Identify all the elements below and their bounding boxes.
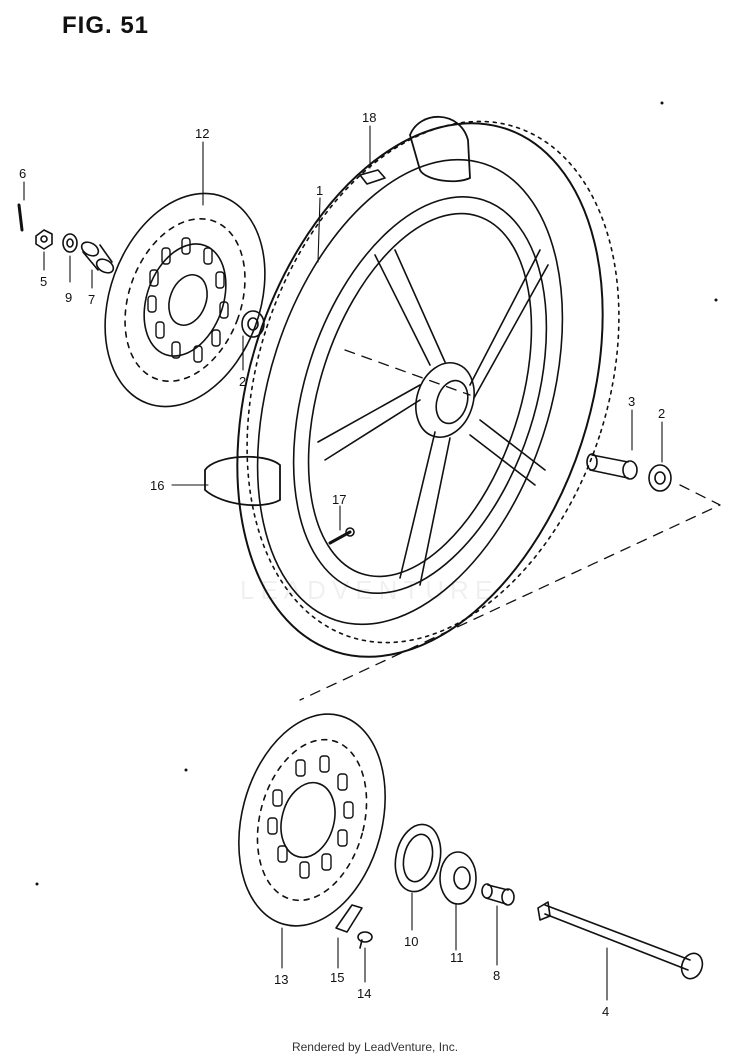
callout-8: 8 — [493, 968, 500, 983]
bearing-part-2-upper — [241, 310, 265, 338]
callout-2a: 2 — [239, 374, 246, 389]
callout-7: 7 — [88, 292, 95, 307]
bolt-part-6 — [17, 203, 24, 232]
wheel-rim — [292, 196, 549, 594]
spacer-part-8 — [481, 883, 515, 906]
callout-6: 6 — [19, 166, 26, 181]
bolt-part-17 — [328, 527, 355, 545]
callout-16: 16 — [150, 478, 164, 493]
collar-part-7 — [80, 241, 115, 274]
bolt-part-14 — [357, 931, 373, 949]
callout-17: 17 — [332, 492, 346, 507]
callout-11: 11 — [450, 950, 464, 965]
nut-part-5 — [35, 229, 53, 250]
callout-9: 9 — [65, 290, 72, 305]
upper-brake-disc — [104, 192, 266, 408]
leader-lines — [23, 125, 663, 1001]
footer-credit: Rendered by LeadVenture, Inc. — [291, 1040, 459, 1054]
callout-3: 3 — [628, 394, 635, 409]
lock-plate-part-15 — [335, 904, 363, 933]
valve-part-18 — [359, 169, 386, 185]
tire — [204, 115, 620, 658]
lower-brake-disc — [238, 713, 386, 927]
spacer-part-3 — [586, 453, 638, 480]
callout-13: 13 — [274, 972, 288, 987]
bearing-part-2-right — [648, 464, 672, 492]
callout-4: 4 — [602, 1004, 609, 1019]
callout-10: 10 — [404, 934, 418, 949]
callout-18: 18 — [362, 110, 376, 125]
callout-12: 12 — [195, 126, 209, 141]
dust-seal-part-10 — [394, 823, 442, 893]
callout-2b: 2 — [658, 406, 665, 421]
scan-specks — [35, 101, 718, 886]
callout-5: 5 — [40, 274, 47, 289]
callout-14: 14 — [357, 986, 371, 1001]
axle-part-4 — [537, 901, 704, 980]
callout-1: 1 — [316, 183, 323, 198]
callout-15: 15 — [330, 970, 344, 985]
axle-alignment-line — [299, 349, 721, 701]
watermark: LEADVENTURE — [240, 575, 499, 605]
retainer-part-11 — [439, 851, 477, 905]
figure-title: FIG. 51 — [62, 12, 150, 39]
washer-part-9 — [62, 233, 78, 253]
callout-labels: 6 5 9 7 12 2 1 18 16 17 3 2 13 15 14 10 … — [19, 110, 665, 1019]
